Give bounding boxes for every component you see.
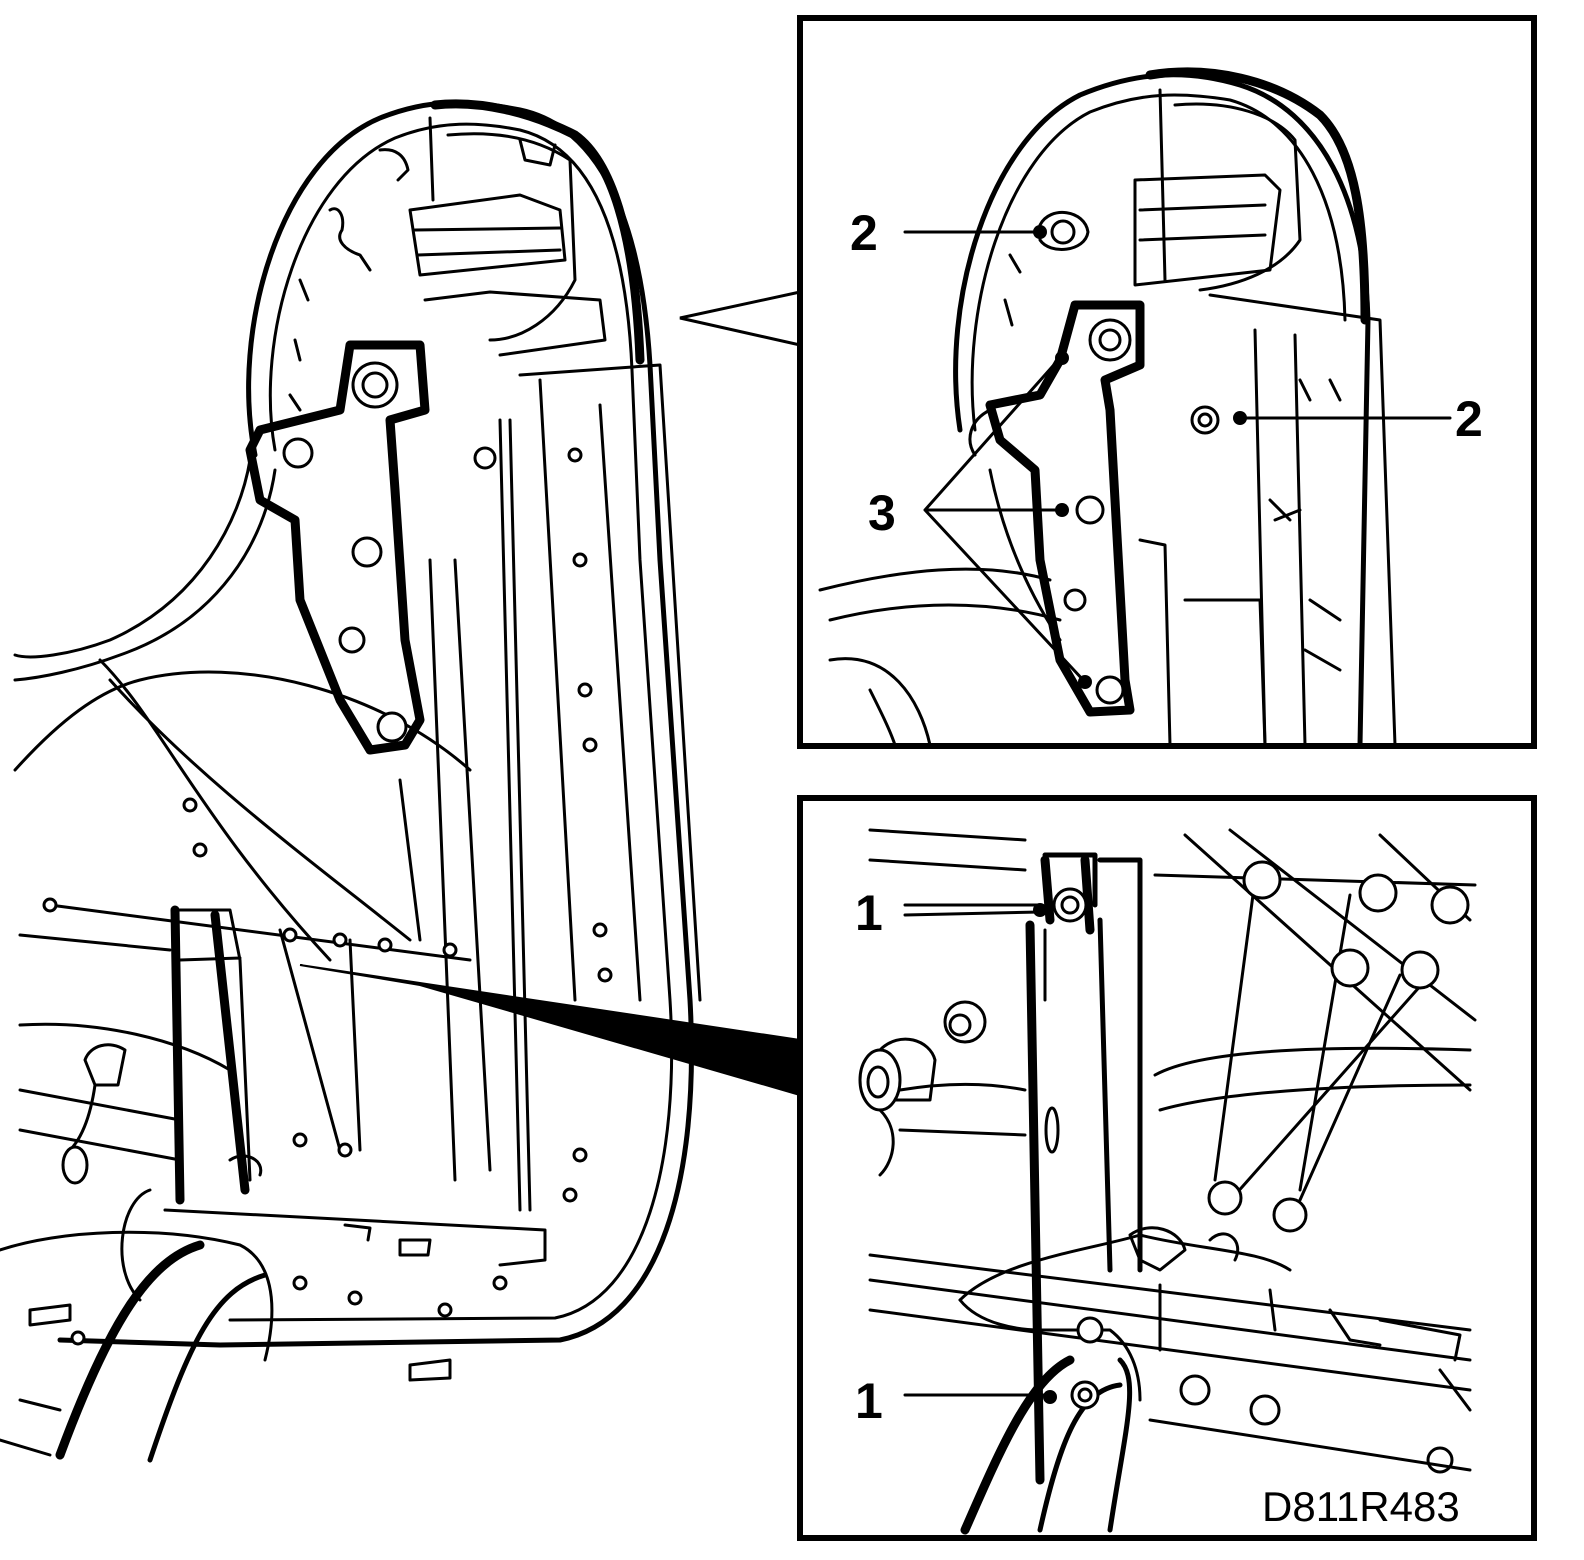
figure-code: D811R483 — [1262, 1483, 1460, 1530]
label-2-top-right: 2 — [1455, 391, 1483, 447]
label-2-top-left: 2 — [850, 205, 878, 261]
label-1-upper: 1 — [855, 885, 883, 941]
main-seat-view — [0, 99, 802, 1463]
top-inset-detail: 2 2 3 — [797, 15, 1537, 749]
bottom-inset-detail: 1 1 D811R483 — [797, 795, 1537, 1541]
label-1-lower: 1 — [855, 1373, 883, 1429]
label-3: 3 — [868, 485, 896, 541]
